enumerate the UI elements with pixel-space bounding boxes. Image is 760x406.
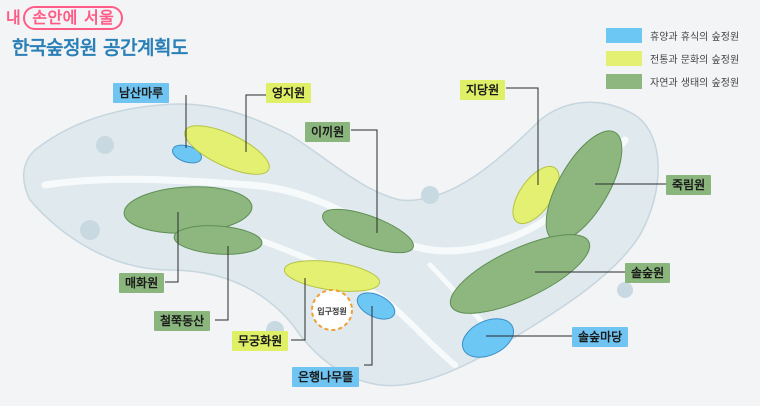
legend-label: 자연과 생태의 숲정원 — [650, 78, 740, 89]
legend-item-tradition: 전통과 문화의 숲정원 — [606, 47, 739, 70]
zone-yeongjiwon — [184, 125, 270, 175]
tree-icon — [80, 220, 100, 240]
legend-swatch-blue — [606, 28, 642, 43]
legend-label: 휴양과 휴식의 숲정원 — [650, 32, 740, 43]
legend-item-nature: 자연과 생태의 숲정원 — [606, 70, 739, 93]
label-namsanmaru: 남산마루 — [113, 83, 170, 103]
legend-item-rest: 휴양과 휴식의 숲정원 — [606, 24, 739, 47]
tree-icon — [96, 136, 114, 154]
label-entrance-garden: 입구정원 — [317, 307, 347, 316]
zone-ikkiwon — [322, 208, 414, 254]
zone-solsupwon — [449, 234, 591, 314]
zone-namsanmaru — [172, 144, 202, 164]
label-mugunghwawon: 무궁화원 — [232, 331, 289, 351]
label-ikkiwon: 이끼원 — [305, 122, 351, 142]
tree-icon — [617, 282, 633, 298]
zone-cheoljjuk — [173, 225, 263, 255]
label-solsupwon: 솔숲원 — [625, 263, 671, 283]
label-jidangwon: 지당원 — [460, 80, 506, 100]
zone-solsupmadang — [461, 318, 515, 358]
logo-pill: 손안에 서울 — [23, 6, 124, 30]
label-solsupmadang: 솔숲마당 — [572, 327, 629, 347]
label-jukrimwon: 죽림원 — [666, 175, 712, 195]
label-yeongjiwon: 영지원 — [266, 83, 312, 103]
label-cheoljjuk: 철쭉동산 — [154, 311, 211, 331]
map-title: 한국숲정원 공간계획도 — [12, 37, 188, 59]
entrance-garden-marker — [311, 289, 353, 331]
legend: 휴양과 휴식의 숲정원 전통과 문화의 숲정원 자연과 생태의 숲정원 — [606, 24, 739, 93]
legend-label: 전통과 문화의 숲정원 — [650, 55, 740, 66]
zone-eunhaeng — [356, 292, 396, 320]
legend-swatch-yellow — [606, 51, 642, 66]
label-maehwawon: 매화원 — [119, 273, 165, 293]
park-ground — [23, 101, 659, 387]
label-eunhaeng: 은행나무뜰 — [292, 367, 360, 387]
leader-lines — [165, 87, 666, 366]
tree-icon — [421, 186, 439, 204]
legend-swatch-green — [606, 74, 642, 89]
logo-prefix: 내 — [6, 8, 22, 27]
